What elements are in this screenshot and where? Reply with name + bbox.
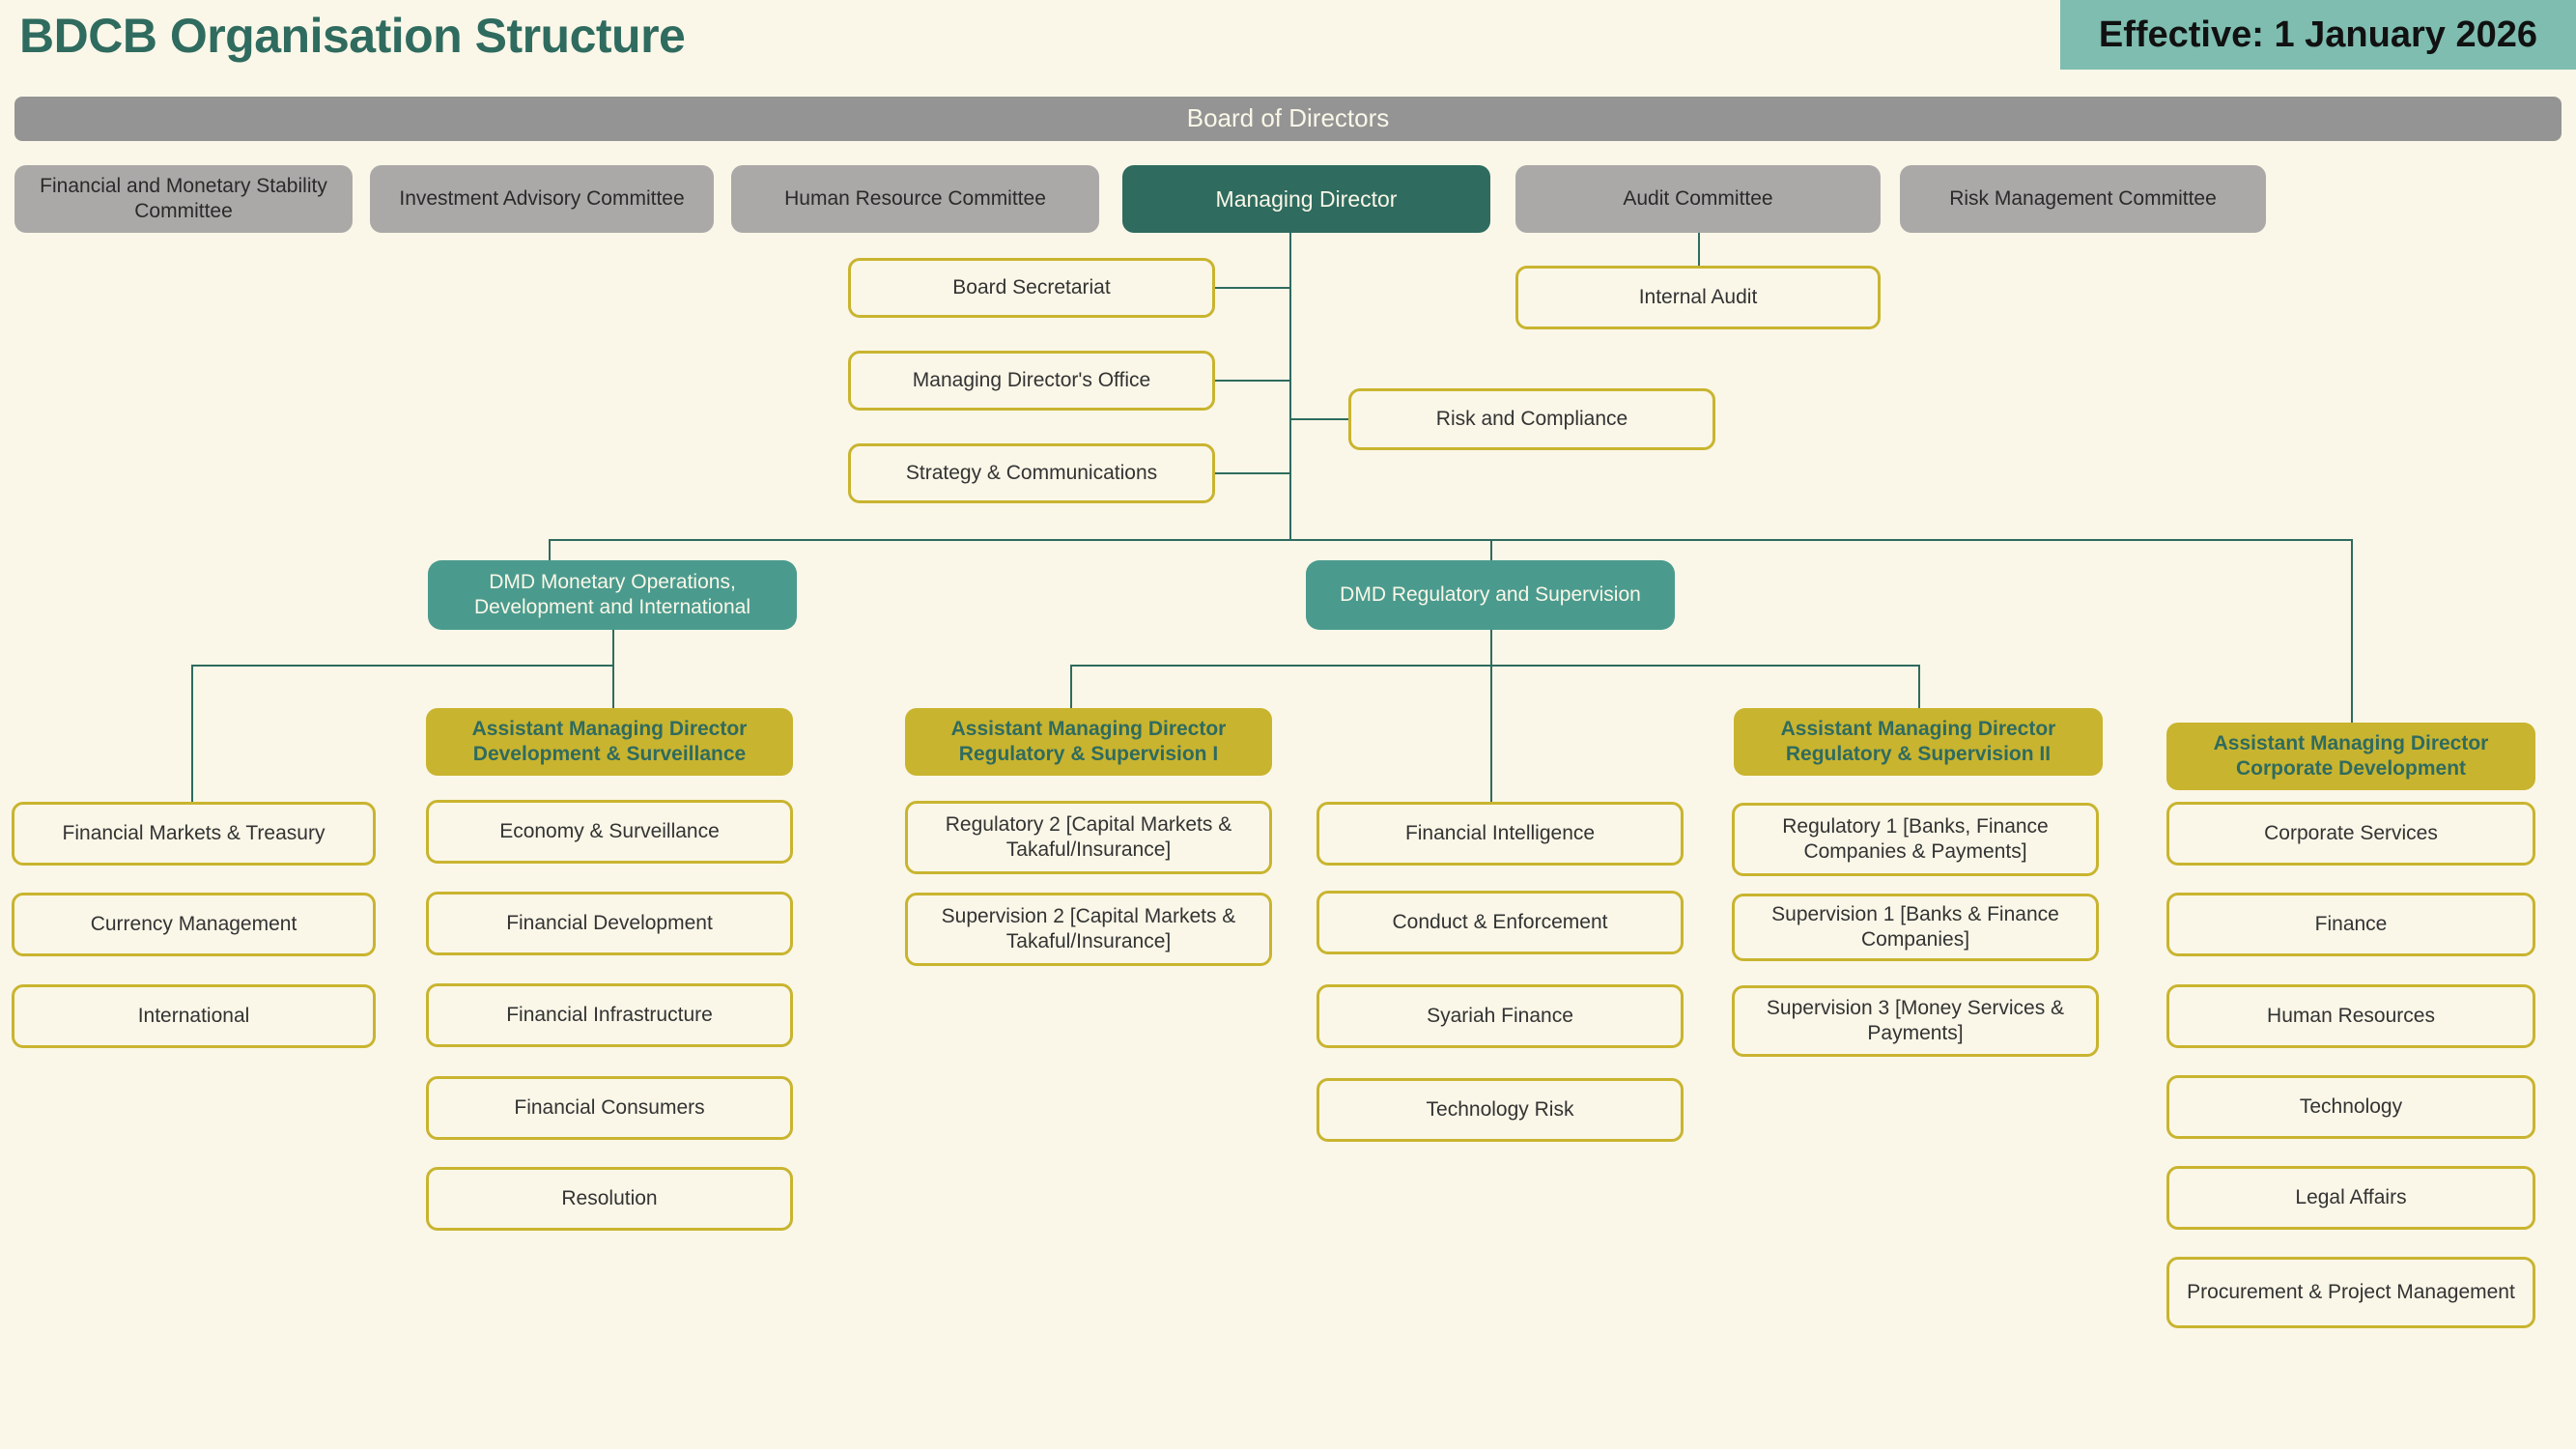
connector-board-secretariat [1215, 287, 1290, 289]
dept-conduct-enforcement[interactable]: Conduct & Enforcement [1316, 891, 1684, 954]
dmd-monetary-operations[interactable]: DMD Monetary Operations, Development and… [428, 560, 797, 630]
dept-supervision-2[interactable]: Supervision 2 [Capital Markets & Takaful… [905, 893, 1272, 966]
committee-investment-advisory[interactable]: Investment Advisory Committee [370, 165, 714, 233]
dept-managing-directors-office[interactable]: Managing Director's Office [848, 351, 1215, 411]
connector-dmd-bus [549, 539, 2353, 541]
board-of-directors-bar[interactable]: Board of Directors [14, 97, 2562, 141]
dept-resolution[interactable]: Resolution [426, 1167, 793, 1231]
connector-col1-drop [612, 665, 614, 708]
committee-risk-management[interactable]: Risk Management Committee [1900, 165, 2266, 233]
connector-strategy-comms [1215, 472, 1290, 474]
dept-financial-development[interactable]: Financial Development [426, 892, 793, 955]
connector-col2-drop [1070, 665, 1072, 708]
dmd-regulatory-supervision[interactable]: DMD Regulatory and Supervision [1306, 560, 1675, 630]
dept-finance[interactable]: Finance [2166, 893, 2535, 956]
connector-col3-drop [1490, 665, 1492, 802]
committee-financial-monetary-stability[interactable]: Financial and Monetary Stability Committ… [14, 165, 353, 233]
dept-financial-markets-treasury[interactable]: Financial Markets & Treasury [12, 802, 376, 866]
committee-audit[interactable]: Audit Committee [1515, 165, 1881, 233]
dept-risk-and-compliance[interactable]: Risk and Compliance [1348, 388, 1715, 450]
dept-supervision-1[interactable]: Supervision 1 [Banks & Finance Companies… [1732, 894, 2099, 961]
dept-regulatory-1[interactable]: Regulatory 1 [Banks, Finance Companies &… [1732, 803, 2099, 876]
dept-technology[interactable]: Technology [2166, 1075, 2535, 1139]
dept-financial-consumers[interactable]: Financial Consumers [426, 1076, 793, 1140]
amd-development-surveillance[interactable]: Assistant Managing Director Development … [426, 708, 793, 776]
dept-financial-infrastructure[interactable]: Financial Infrastructure [426, 983, 793, 1047]
dept-financial-intelligence[interactable]: Financial Intelligence [1316, 802, 1684, 866]
connector-risk-compliance [1289, 418, 1348, 420]
dept-technology-risk[interactable]: Technology Risk [1316, 1078, 1684, 1142]
dept-currency-management[interactable]: Currency Management [12, 893, 376, 956]
connector-dmd-monetary-bus [191, 665, 613, 667]
connector-mdo [1215, 380, 1290, 382]
dept-economy-surveillance[interactable]: Economy & Surveillance [426, 800, 793, 864]
amd-regulatory-supervision-1[interactable]: Assistant Managing Director Regulatory &… [905, 708, 1272, 776]
dept-strategy-communications[interactable]: Strategy & Communications [848, 443, 1215, 503]
dept-regulatory-2[interactable]: Regulatory 2 [Capital Markets & Takaful/… [905, 801, 1272, 874]
dept-syariah-finance[interactable]: Syariah Finance [1316, 984, 1684, 1048]
dept-board-secretariat[interactable]: Board Secretariat [848, 258, 1215, 318]
dept-supervision-3[interactable]: Supervision 3 [Money Services & Payments… [1732, 985, 2099, 1057]
dept-corporate-services[interactable]: Corporate Services [2166, 802, 2535, 866]
connector-dmd-regulatory-bus [1070, 665, 1918, 667]
connector-md-spine [1289, 233, 1291, 539]
managing-director-box[interactable]: Managing Director [1122, 165, 1490, 233]
dept-procurement-project-management[interactable]: Procurement & Project Management [2166, 1257, 2535, 1328]
dept-internal-audit[interactable]: Internal Audit [1515, 266, 1881, 329]
dept-human-resources[interactable]: Human Resources [2166, 984, 2535, 1048]
amd-corporate-development[interactable]: Assistant Managing Director Corporate De… [2166, 723, 2535, 790]
amd-regulatory-supervision-2[interactable]: Assistant Managing Director Regulatory &… [1734, 708, 2103, 776]
committee-human-resource[interactable]: Human Resource Committee [731, 165, 1099, 233]
connector-audit-to-internal-audit [1698, 233, 1700, 266]
dept-international[interactable]: International [12, 984, 376, 1048]
connector-dmd-monetary-down [612, 630, 614, 665]
effective-date-badge: Effective: 1 January 2026 [2059, 0, 2576, 70]
connector-dmd-regulatory-down [1490, 630, 1492, 665]
connector-bus-drop-corporate-development [2351, 539, 2353, 723]
connector-col4-drop [1918, 665, 1920, 708]
dept-legal-affairs[interactable]: Legal Affairs [2166, 1166, 2535, 1230]
page-title: BDCB Organisation Structure [19, 9, 686, 63]
connector-col0-drop [191, 665, 193, 802]
